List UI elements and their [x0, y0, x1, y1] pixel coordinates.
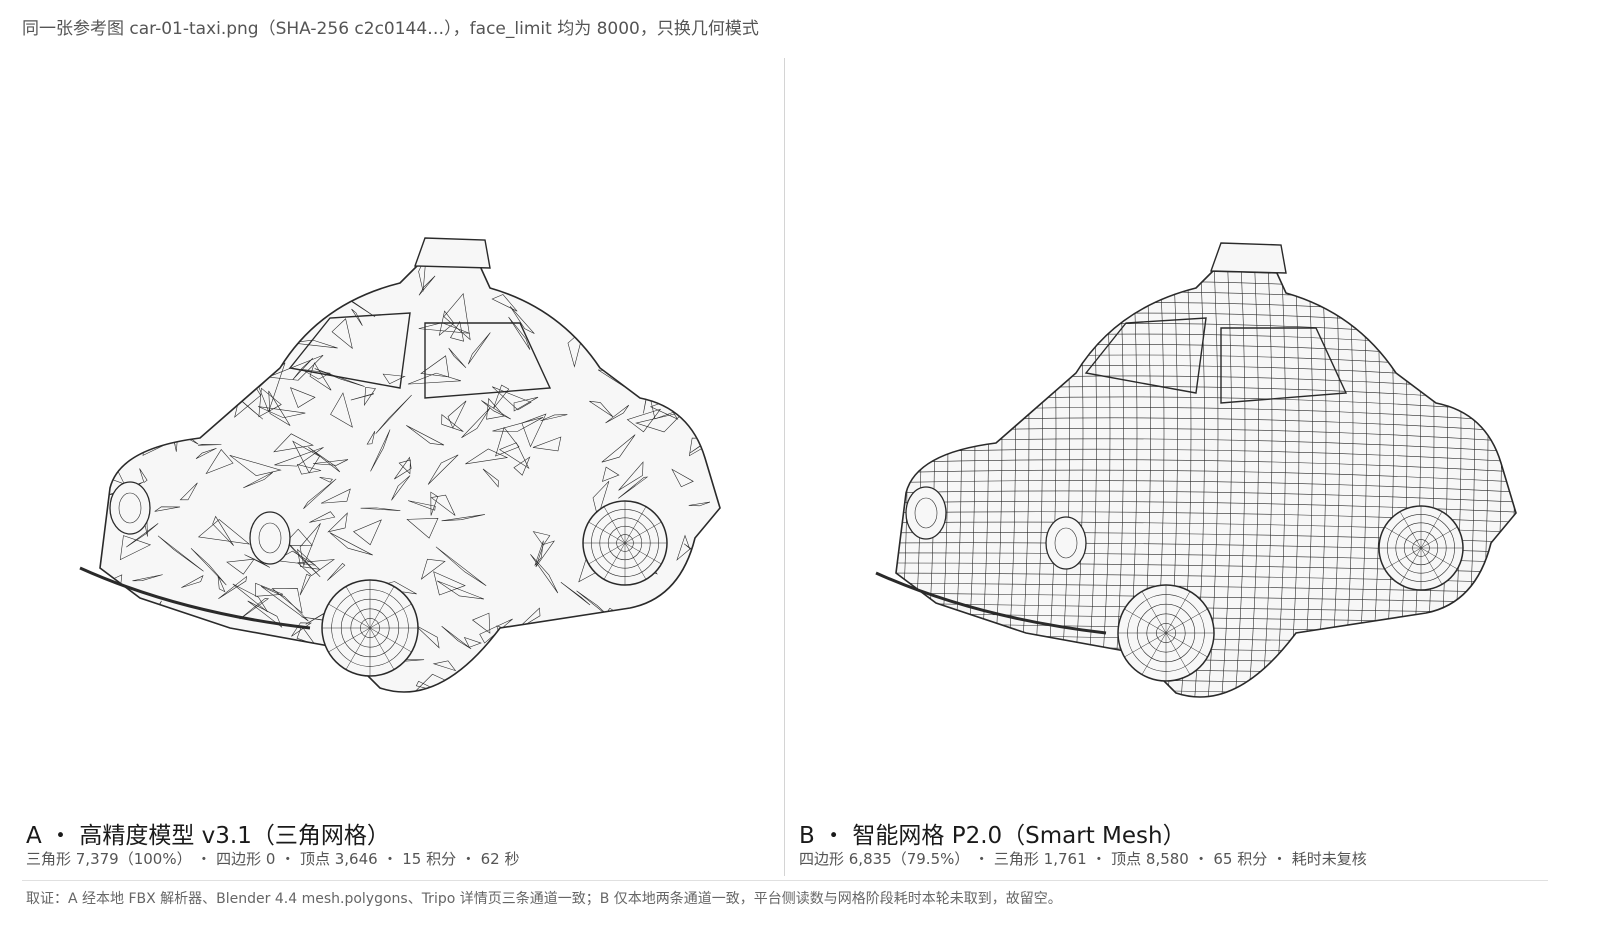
panel-divider	[784, 58, 785, 876]
footnote: 取证：A 经本地 FBX 解析器、Blender 4.4 mesh.polygo…	[26, 891, 1062, 907]
car-body-outline	[99, 262, 721, 693]
panel-a-stats: 三角形 7,379（100%） ・ 四边形 0 ・ 顶点 3,646 ・ 15 …	[26, 850, 520, 868]
taxi-roof-sign	[1210, 242, 1287, 274]
front-bumper	[79, 566, 311, 630]
headlight	[1045, 516, 1087, 570]
panel-b: B ・ 智能网格 P2.0（Smart Mesh） 四边形 6,835（79.5…	[786, 58, 1600, 876]
headlight	[905, 486, 947, 540]
car-body-outline	[895, 267, 1517, 698]
top-caption: 同一张参考图 car-01-taxi.png（SHA-256 c2c0144…）…	[22, 19, 759, 39]
panel-b-stats: 四边形 6,835（79.5%） ・ 三角形 1,761 ・ 顶点 8,580 …	[799, 850, 1367, 868]
windshield	[1084, 317, 1207, 394]
panel-a: A ・ 高精度模型 v3.1（三角网格） 三角形 7,379（100%） ・ 四…	[0, 58, 784, 876]
panel-b-title: B ・ 智能网格 P2.0（Smart Mesh）	[799, 823, 1186, 849]
render-a-triangle-wireframe	[0, 58, 784, 798]
headlight	[109, 481, 151, 535]
front-bumper	[875, 571, 1107, 635]
headlight	[249, 511, 291, 565]
render-b-quad-wireframe	[786, 58, 1600, 798]
side-window	[1220, 327, 1348, 404]
taxi-roof-sign	[414, 237, 491, 269]
panel-a-title: A ・ 高精度模型 v3.1（三角网格）	[26, 823, 390, 849]
windshield	[288, 312, 411, 389]
footer-divider	[22, 880, 1548, 881]
side-window	[424, 322, 552, 399]
